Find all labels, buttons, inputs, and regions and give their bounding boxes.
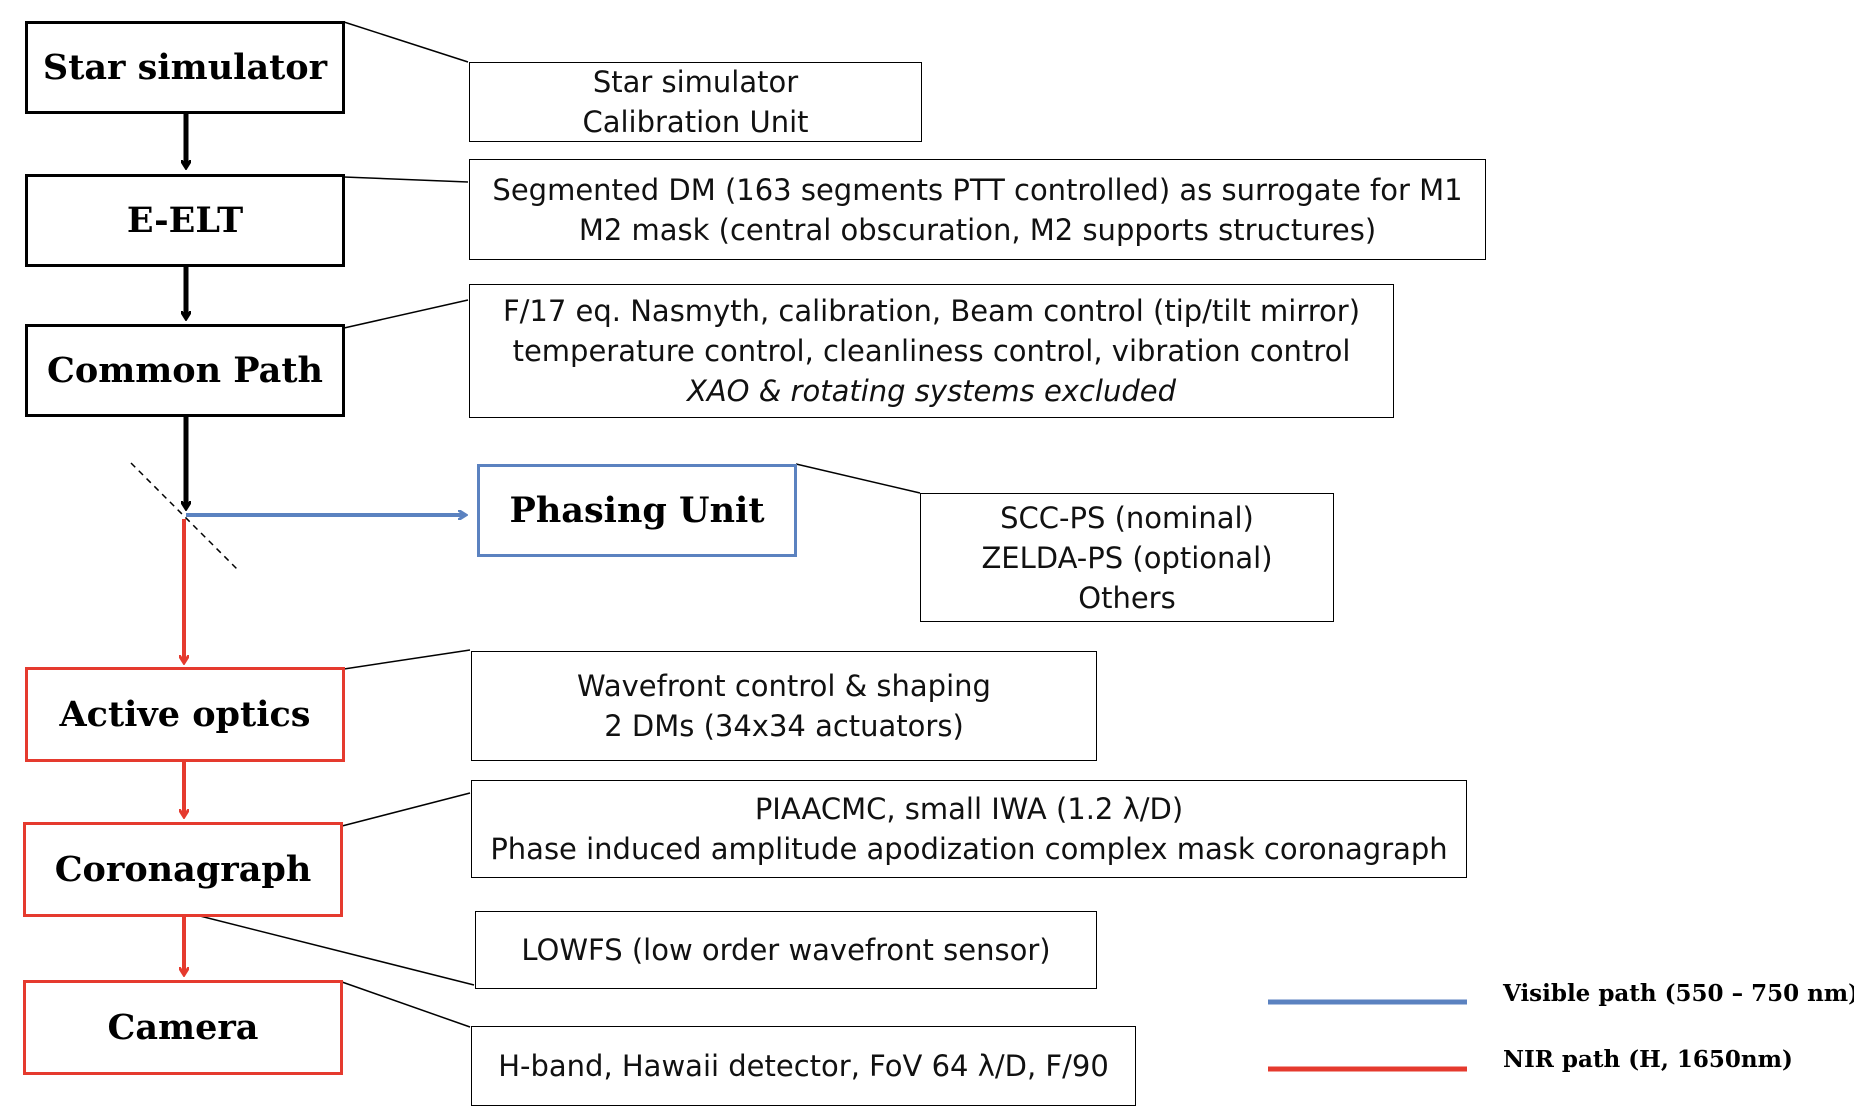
phasing-unit-box: Phasing Unit bbox=[477, 464, 797, 557]
leader-line-active-optics bbox=[343, 649, 471, 670]
common-path-box: Common Path bbox=[25, 324, 345, 417]
note-line: M2 mask (central obscuration, M2 support… bbox=[578, 212, 1377, 247]
coronagraph-box: Coronagraph bbox=[23, 822, 343, 917]
eelt-label: E-ELT bbox=[126, 200, 244, 241]
coronagraph-note: PIAACMC, small IWA (1.2 λ/D) Phase induc… bbox=[471, 780, 1467, 878]
note-line: F/17 eq. Nasmyth, calibration, Beam cont… bbox=[502, 294, 1361, 328]
note-line: LOWFS (low order wavefront sensor) bbox=[521, 933, 1051, 967]
star-simulator-label: Star simulator bbox=[42, 47, 328, 88]
note-line: Calibration Unit bbox=[582, 105, 809, 139]
note-line-italic: XAO & rotating systems excluded bbox=[686, 374, 1177, 408]
coronagraph-label: Coronagraph bbox=[54, 849, 312, 890]
common-path-note: F/17 eq. Nasmyth, calibration, Beam cont… bbox=[469, 284, 1394, 418]
note-line: PIAACMC, small IWA (1.2 λ/D) bbox=[754, 792, 1184, 826]
note-line: Wavefront control & shaping bbox=[577, 669, 991, 703]
note-line: Segmented DM (163 segments PTT controlle… bbox=[492, 172, 1463, 207]
leader-line-eelt bbox=[343, 176, 469, 183]
common-path-label: Common Path bbox=[47, 350, 323, 391]
leader-line-camera bbox=[341, 981, 471, 1028]
leader-line-common-path bbox=[343, 299, 469, 329]
legend-visible-label: Visible path (550 – 750 nm) bbox=[1503, 980, 1854, 1007]
beamsplitter-line bbox=[130, 462, 239, 571]
note-line: 2 DMs (34x34 actuators) bbox=[604, 709, 964, 743]
active-optics-note: Wavefront control & shaping 2 DMs (34x34… bbox=[471, 651, 1097, 761]
camera-label: Camera bbox=[107, 1007, 259, 1048]
note-line: temperature control, cleanliness control… bbox=[512, 334, 1351, 368]
note-line: ZELDA-PS (optional) bbox=[981, 540, 1273, 575]
note-line: Phase induced amplitude apodization comp… bbox=[490, 832, 1448, 866]
active-optics-label: Active optics bbox=[59, 694, 311, 735]
note-line: SCC-PS (nominal) bbox=[1000, 500, 1254, 535]
star-simulator-box: Star simulator bbox=[25, 21, 345, 114]
eelt-note: Segmented DM (163 segments PTT controlle… bbox=[469, 159, 1486, 260]
note-line: Star simulator bbox=[592, 65, 799, 99]
leader-line-lowfs bbox=[199, 915, 475, 986]
camera-box: Camera bbox=[23, 980, 343, 1075]
camera-note: H-band, Hawaii detector, FoV 64 λ/D, F/9… bbox=[471, 1026, 1136, 1106]
star-simulator-note: Star simulator Calibration Unit bbox=[469, 62, 922, 142]
eelt-box: E-ELT bbox=[25, 174, 345, 267]
lowfs-note: LOWFS (low order wavefront sensor) bbox=[475, 911, 1097, 989]
active-optics-box: Active optics bbox=[25, 667, 345, 762]
note-line: Others bbox=[1078, 580, 1176, 615]
leader-line-star-simulator bbox=[343, 21, 469, 63]
legend-nir-label: NIR path (H, 1650nm) bbox=[1503, 1046, 1793, 1073]
phasing-unit-note: SCC-PS (nominal) ZELDA-PS (optional) Oth… bbox=[920, 493, 1334, 622]
note-line: H-band, Hawaii detector, FoV 64 λ/D, F/9… bbox=[498, 1049, 1109, 1083]
leader-line-coronagraph bbox=[341, 792, 471, 827]
leader-line-phasing-unit bbox=[795, 463, 921, 494]
phasing-unit-label: Phasing Unit bbox=[509, 490, 765, 531]
